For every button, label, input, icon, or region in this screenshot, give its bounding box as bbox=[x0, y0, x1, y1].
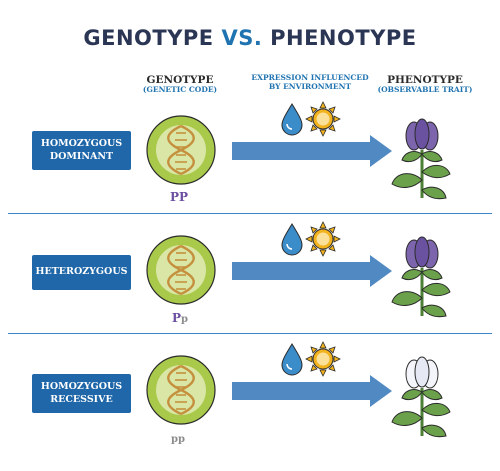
water-drop-icon bbox=[281, 343, 303, 376]
row-divider bbox=[8, 333, 492, 334]
arrow-icon bbox=[232, 255, 392, 287]
allele-2: p bbox=[181, 314, 189, 325]
genotype-letters-row2: Pp bbox=[172, 311, 188, 325]
sun-icon bbox=[305, 341, 341, 377]
flower-plant-icon bbox=[390, 236, 452, 319]
flower-plant-icon bbox=[390, 118, 452, 201]
genotype-header-subtitle: (GENETIC CODE) bbox=[142, 85, 218, 95]
phenotype-header-title: PHENOTYPE bbox=[387, 74, 463, 86]
expression-header-line1: EXPRESSION INFLUENCED bbox=[251, 73, 369, 82]
genotype-header-title: GENOTYPE bbox=[146, 74, 214, 86]
sun-icon bbox=[305, 221, 341, 257]
arrow-icon bbox=[232, 375, 392, 407]
genotype-letters-row3: pp bbox=[171, 432, 185, 445]
row-label-heterozygous: HETEROZYGOUS bbox=[32, 255, 131, 290]
allele-1: p bbox=[171, 434, 178, 445]
sun-icon bbox=[305, 101, 341, 137]
allele-1: P bbox=[170, 190, 180, 204]
genotype-header: GENOTYPE (GENETIC CODE) bbox=[130, 74, 230, 95]
allele-2: p bbox=[178, 434, 185, 445]
expression-header: EXPRESSION INFLUENCED BY ENVIRONMENT bbox=[240, 73, 380, 91]
expression-header-line2: BY ENVIRONMENT bbox=[268, 81, 352, 91]
phenotype-header-subtitle: (OBSERVABLE TRAIT) bbox=[377, 85, 473, 95]
title-genotype: GENOTYPE bbox=[83, 26, 214, 50]
water-drop-icon bbox=[281, 223, 303, 256]
water-drop-icon bbox=[281, 103, 303, 136]
allele-2: P bbox=[179, 190, 189, 204]
cell-dna-icon bbox=[145, 114, 217, 186]
flower-plant-icon bbox=[390, 356, 452, 439]
title-vs: VS. bbox=[221, 26, 263, 50]
row-divider bbox=[8, 213, 492, 214]
genotype-letters-row1: PP bbox=[170, 190, 188, 204]
diagram-title: GENOTYPE VS. PHENOTYPE bbox=[0, 26, 500, 50]
allele-1: P bbox=[172, 311, 182, 325]
title-phenotype: PHENOTYPE bbox=[270, 26, 417, 50]
phenotype-header: PHENOTYPE (OBSERVABLE TRAIT) bbox=[370, 74, 480, 95]
arrow-icon bbox=[232, 135, 392, 167]
cell-dna-icon bbox=[145, 354, 217, 426]
cell-dna-icon bbox=[145, 234, 217, 306]
